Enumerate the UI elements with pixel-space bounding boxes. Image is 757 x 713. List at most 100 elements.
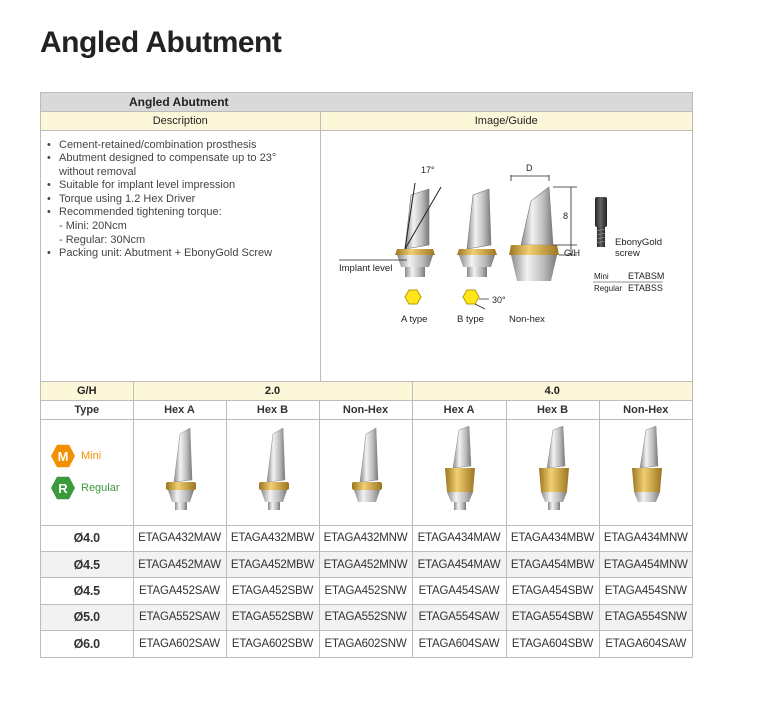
dim-d-label: D: [526, 163, 533, 173]
product-sheet: Angled Abutment Description Image/Guide …: [40, 92, 693, 658]
b-angle-label: 30°: [492, 295, 506, 305]
diameter-cell: Ø4.0: [41, 524, 133, 552]
abutment-guide-diagram: 17° D 8 G/H: [338, 163, 664, 325]
description-item: Suitable for implant level impression: [47, 179, 314, 193]
abutment-nonhex-figure: [508, 185, 559, 281]
screw-mini-label: Mini: [594, 272, 609, 281]
non-hex-label: Non-hex: [509, 314, 545, 325]
mini-badge-icon: M: [51, 444, 75, 468]
product-image-cell: [225, 418, 319, 525]
screw-regular-label: Regular: [594, 284, 622, 293]
type-label: Type: [41, 399, 133, 419]
type-non-hex: Non-Hex: [318, 399, 413, 419]
gh-label: G/H: [41, 380, 133, 400]
info-table: Description Image/Guide Cement-retained/…: [41, 112, 692, 381]
product-code-cell: ETAGA452MAW: [132, 550, 226, 578]
b-type-label: B type: [457, 314, 484, 325]
diameter-cell: Ø4.5: [41, 577, 133, 605]
product-code-cell: ETAGA452SBW: [225, 577, 319, 605]
description-list: Cement-retained/combination prosthesis A…: [41, 131, 320, 261]
product-code-cell: ETAGA454SBW: [505, 577, 600, 605]
product-code-cell: ETAGA602SBW: [225, 630, 319, 657]
type-hex-b: Hex B: [505, 399, 600, 419]
description-subitem: - Regular: 30Ncm: [59, 233, 146, 246]
spec-table: G/H 2.0 4.0 Type Hex A Hex B Non-Hex Hex…: [41, 380, 693, 657]
abutment-b-figure: [456, 188, 497, 277]
product-code-cell: ETAGA452MBW: [225, 550, 319, 578]
product-code-cell: ETAGA554SNW: [598, 603, 693, 631]
diameter-cell: Ø5.0: [41, 603, 133, 631]
screw-regular-code: ETABSS: [628, 283, 663, 293]
product-code-cell: ETAGA452SNW: [318, 577, 413, 605]
legend-regular-label: Regular: [81, 482, 120, 494]
description-header: Description: [41, 112, 320, 131]
gh-value-4-0: 4.0: [411, 380, 693, 400]
product-code-cell: ETAGA604SAW: [598, 630, 693, 657]
product-code-cell: ETAGA554SAW: [411, 603, 507, 631]
b-type-hex-icon: [461, 289, 489, 309]
product-code-cell: ETAGA454SNW: [598, 577, 693, 605]
description-item: Packing unit: Abutment + EbonyGold Screw: [47, 247, 314, 261]
a-type-label: A type: [401, 314, 427, 325]
image-guide-header: Image/Guide: [319, 112, 692, 131]
product-code-cell: ETAGA452SAW: [132, 577, 226, 605]
description-item: Cement-retained/combination prosthesis: [47, 139, 314, 153]
type-non-hex: Non-Hex: [598, 399, 693, 419]
description-cell: Cement-retained/combination prosthesis A…: [41, 130, 320, 381]
product-code-cell: ETAGA552SAW: [132, 603, 226, 631]
product-image-cell: [318, 418, 413, 525]
product-code-cell: ETAGA434MAW: [411, 524, 507, 552]
product-code-cell: ETAGA432MNW: [318, 524, 413, 552]
description-subitem: - Mini: 20Ncm: [59, 220, 127, 233]
product-code-cell: ETAGA432MAW: [132, 524, 226, 552]
product-code-cell: ETAGA454SAW: [411, 577, 507, 605]
abutment-non-hex-icon: [351, 427, 382, 502]
screw-label: EbonyGold: [615, 237, 662, 248]
angle-label: 17°: [421, 165, 435, 175]
type-hex-a: Hex A: [132, 399, 226, 419]
abutment-a-figure: [394, 188, 435, 277]
product-code-cell: ETAGA552SBW: [225, 603, 319, 631]
product-image-cell: [598, 418, 693, 525]
implant-level-label: Implant level: [339, 263, 392, 274]
product-code-cell: ETAGA432MBW: [225, 524, 319, 552]
a-type-hex-icon: [403, 289, 422, 304]
product-code-cell: ETAGA552SNW: [318, 603, 413, 631]
description-item: Abutment designed to compensate up to 23…: [47, 152, 314, 179]
product-code-cell: ETAGA434MNW: [598, 524, 693, 552]
product-code-cell: ETAGA452MNW: [318, 550, 413, 578]
diameter-cell: Ø6.0: [41, 630, 133, 657]
product-code-cell: ETAGA434MBW: [505, 524, 600, 552]
dim-8-label: 8: [563, 211, 568, 221]
diameter-cell: Ø4.5: [41, 550, 133, 578]
product-code-cell: ETAGA454MBW: [505, 550, 600, 578]
type-hex-a: Hex A: [411, 399, 507, 419]
legend-mini: M Mini: [51, 444, 101, 468]
product-code-cell: ETAGA602SAW: [132, 630, 226, 657]
product-image-cell: [505, 418, 600, 525]
dim-gh-label: G/H: [564, 248, 580, 258]
product-code-cell: ETAGA602SNW: [318, 630, 413, 657]
product-image-cell: [411, 418, 507, 525]
screw-mini-code: ETABSM: [628, 271, 664, 281]
abutment-hex-b-icon: [258, 427, 289, 510]
guide-cell: 17° D 8 G/H: [319, 130, 692, 381]
legend-regular: R Regular: [51, 476, 120, 500]
product-code-cell: ETAGA454MAW: [411, 550, 507, 578]
legend-mini-label: Mini: [81, 450, 102, 462]
gh-value-2-0: 2.0: [132, 380, 413, 400]
product-code-cell: ETAGA454MNW: [598, 550, 693, 578]
abutment-non-hex-icon: [631, 425, 662, 502]
regular-badge-icon: R: [51, 476, 75, 500]
description-item: Torque using 1.2 Hex Driver: [47, 193, 314, 207]
product-code-cell: ETAGA604SAW: [411, 630, 507, 657]
ebonygold-screw-figure: [594, 196, 607, 247]
legend-cell: M Mini R Regular: [41, 418, 133, 525]
page-title: Angled Abutment: [40, 26, 282, 59]
abutment-hex-a-icon: [445, 425, 476, 510]
